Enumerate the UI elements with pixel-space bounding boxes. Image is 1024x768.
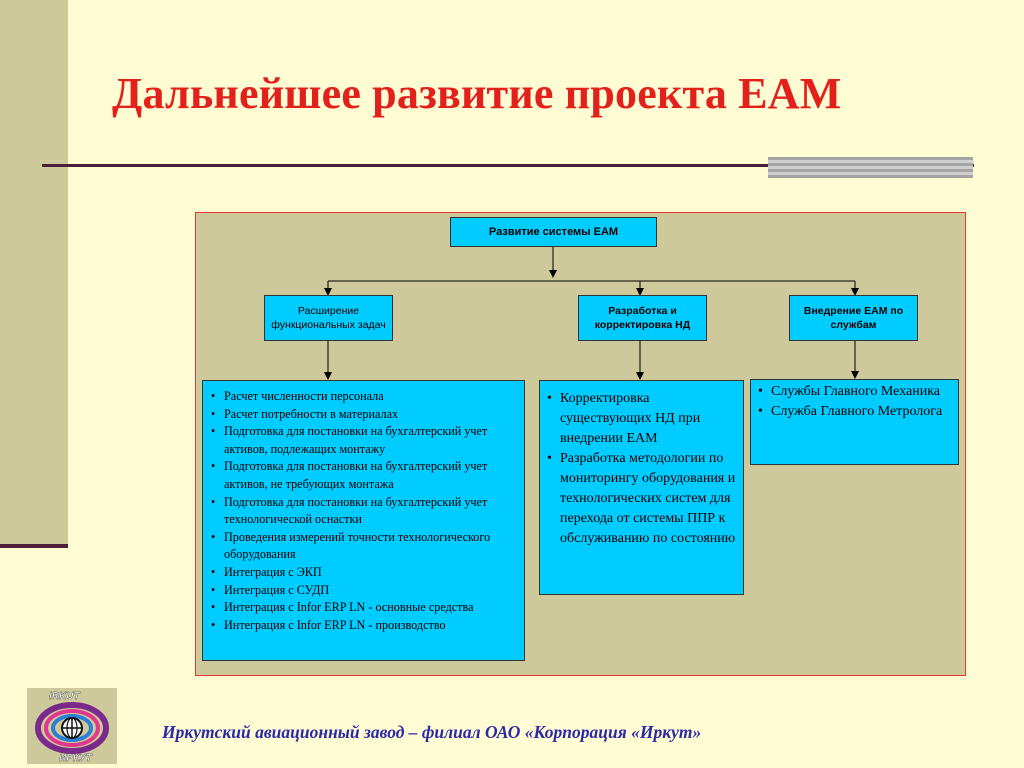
list-item: Службы Главного Механика: [758, 382, 952, 402]
list-item: Интеграция с ЭКП: [211, 564, 518, 582]
footer-company-name: Иркутский авиационный завод – филиал ОАО…: [162, 722, 702, 742]
org-diagram: Развитие системы ЕАМ Расширение функцион…: [195, 212, 966, 676]
list-item: Интеграция с Infor ERP LN - производство: [211, 617, 518, 635]
branch-node-normative: Разработка и корректировка НД: [578, 295, 707, 341]
branch-node-functional: Расширение функциональных задач: [264, 295, 393, 341]
list-item: Подготовка для постановки на бухгалтерск…: [211, 458, 518, 493]
list-item: Подготовка для постановки на бухгалтерск…: [211, 494, 518, 529]
list-item: Подготовка для постановки на бухгалтерск…: [211, 423, 518, 458]
root-node: Развитие системы ЕАМ: [450, 217, 657, 247]
list-item: Служба Главного Метролога: [758, 402, 952, 422]
logo-top-text: IRKUT: [49, 691, 80, 702]
list-normative-docs: Корректировка существующих НД при внедре…: [539, 380, 744, 595]
list-services: Службы Главного Механика Служба Главного…: [750, 379, 959, 465]
slide-title: Дальнейшее развитие проекта ЕАМ: [112, 69, 842, 118]
logo-bottom-text: ИРКУТ: [59, 753, 93, 764]
title-underline: [42, 164, 974, 167]
list-item: Расчет потребности в материалах: [211, 406, 518, 424]
list-item: Интеграция с Infor ERP LN - основные сре…: [211, 599, 518, 617]
branch-node-services: Внедрение ЕАМ по службам: [789, 295, 918, 341]
list-item: Интеграция с СУДП: [211, 582, 518, 600]
list-item: Корректировка существующих НД при внедре…: [547, 389, 737, 449]
company-logo: IRKUT ИРКУТ: [27, 688, 117, 764]
list-functional-tasks: Расчет численности персонала Расчет потр…: [202, 380, 525, 661]
list-item: Расчет численности персонала: [211, 388, 518, 406]
diagram-connectors: [324, 246, 859, 380]
left-decor-rule: [0, 544, 68, 548]
left-decor-band: [0, 0, 68, 546]
logo-emblem-icon: IRKUT ИРКУТ: [35, 691, 109, 764]
list-item: Разработка методологии по мониторингу об…: [547, 449, 737, 549]
list-item: Проведения измерений точности технологич…: [211, 529, 518, 564]
title-underline-accent: [768, 157, 973, 178]
